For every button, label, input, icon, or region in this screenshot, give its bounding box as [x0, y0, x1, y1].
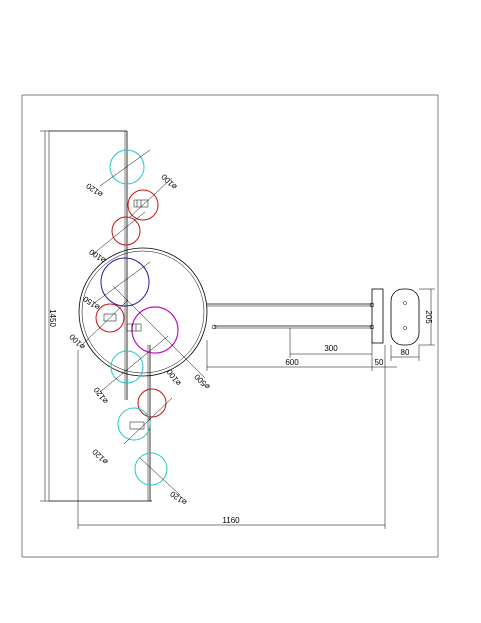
- label-globe-5: ⌀100: [67, 332, 87, 352]
- canopy: [390, 288, 420, 346]
- dim-canopy-height: 205: [424, 310, 433, 324]
- globe-red-1: [127, 189, 159, 221]
- globe-cyan-3: [117, 407, 151, 441]
- label-globe-1: ⌀120: [84, 181, 104, 199]
- globe-red-4: [137, 388, 167, 418]
- globe-cyan-4: [134, 452, 168, 486]
- globe-red-3: [95, 303, 125, 333]
- drawing-frame: [21, 94, 439, 558]
- globe-cyan-2: [110, 350, 144, 384]
- main-ring: [78, 247, 208, 377]
- lamp-body: [48, 130, 420, 502]
- dimension-lines: [40, 130, 435, 529]
- globe-blue: [100, 257, 150, 307]
- globes: [95, 149, 179, 486]
- globe-cyan-1: [109, 149, 145, 185]
- dim-canopy-width: 80: [401, 348, 410, 357]
- label-globe-7: ⌀120: [92, 385, 110, 405]
- dim-height: 1450: [48, 309, 57, 327]
- globe-magenta: [131, 306, 179, 354]
- dim-width: 1160: [222, 516, 240, 525]
- label-globe-9: ⌀120: [168, 489, 188, 507]
- label-globe-3: ⌀100: [87, 247, 107, 265]
- dim-arm-length: 600: [285, 358, 299, 367]
- label-globe-8: ⌀120: [90, 447, 110, 467]
- wall-bracket: [371, 288, 384, 344]
- globe-red-2: [111, 216, 141, 246]
- label-globe-2: ⌀100: [159, 172, 179, 192]
- dim-bracket-gap: 50: [375, 358, 384, 367]
- dim-rail-length: 300: [324, 344, 338, 353]
- leader-lines: [81, 149, 206, 496]
- label-globe-6: ⌀100: [165, 367, 183, 387]
